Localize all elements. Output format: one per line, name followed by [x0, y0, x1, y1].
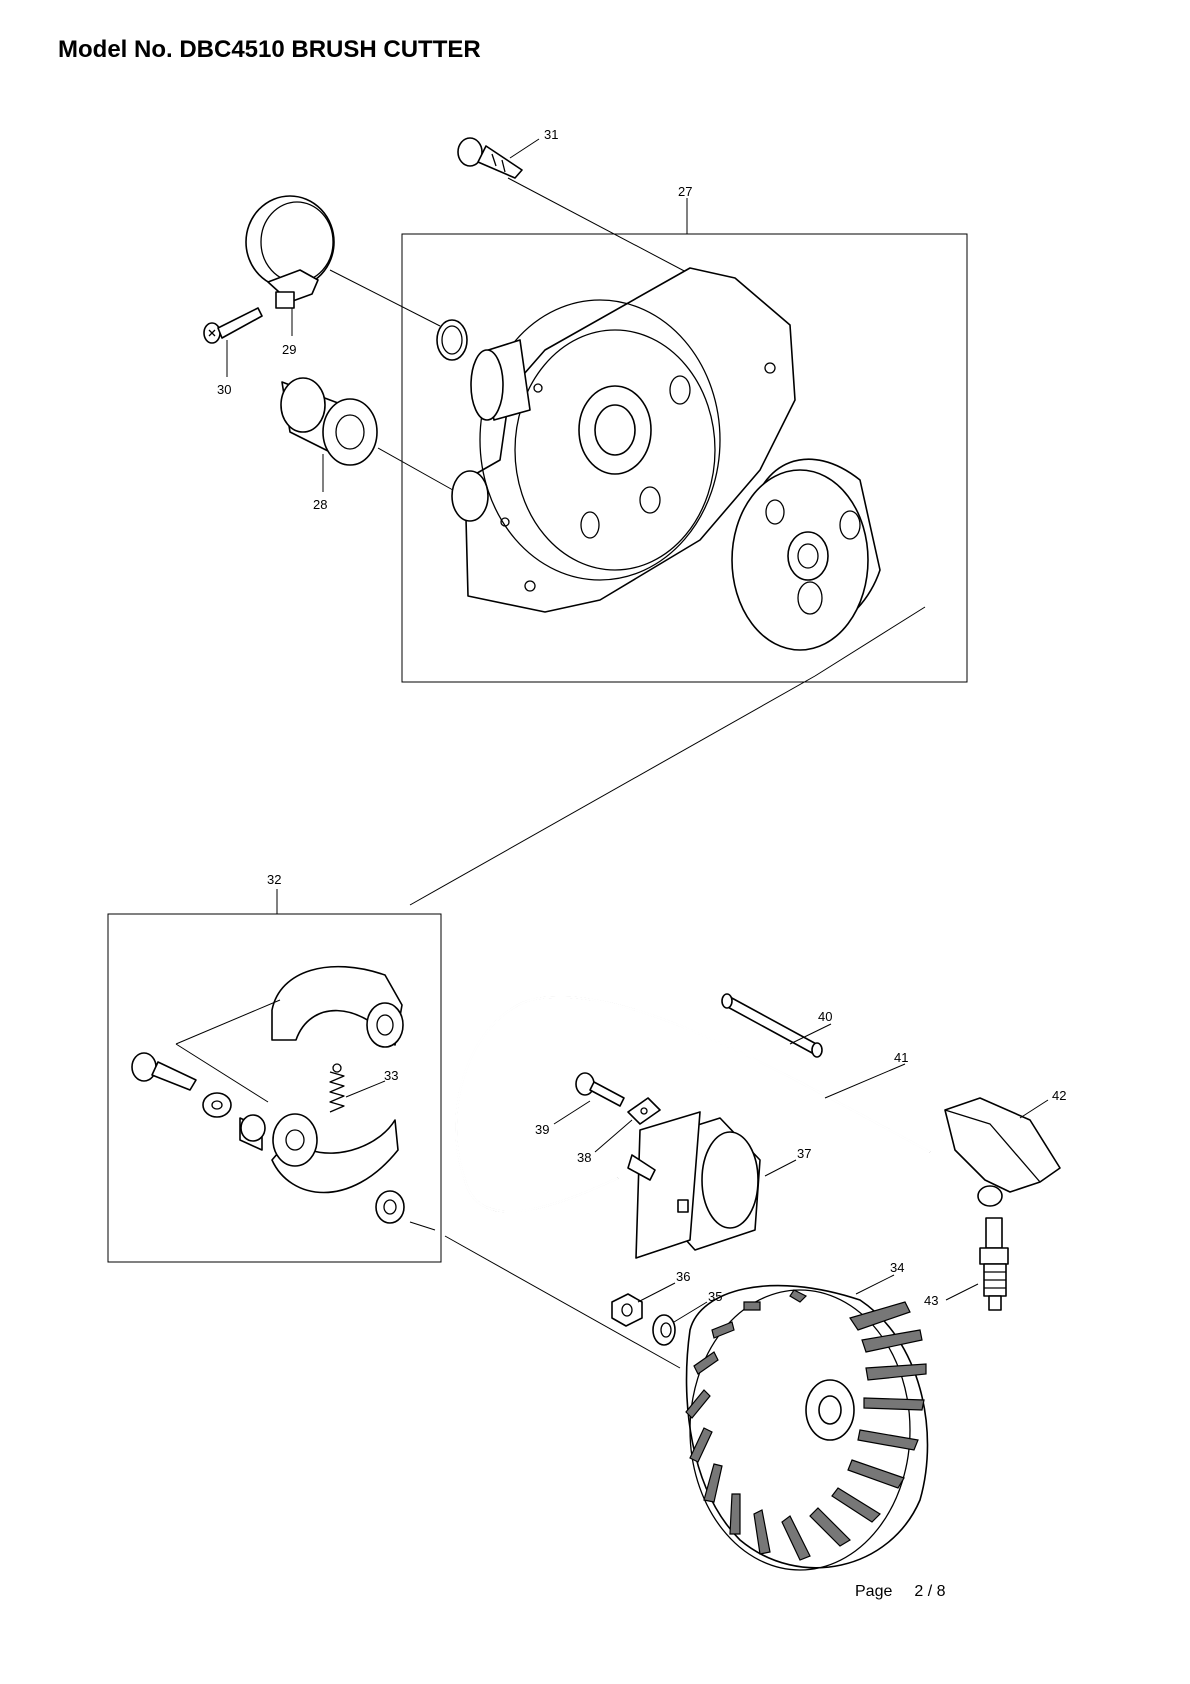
clamp-29: [245, 195, 335, 309]
callout-37: 37: [797, 1146, 811, 1161]
callout-35: 35: [708, 1289, 722, 1304]
callout-43: 43: [924, 1293, 938, 1308]
clutch-shoe-lower: [271, 1113, 399, 1194]
callout-28: 28: [313, 497, 327, 512]
callout-33: 33: [384, 1068, 398, 1083]
assembly-frame-32: [107, 913, 442, 1263]
washer: [202, 1092, 232, 1118]
clutch-bolt: [131, 1052, 197, 1091]
leader-line: [444, 1235, 681, 1369]
leader-line: [409, 1221, 436, 1231]
leader-line: [814, 606, 926, 677]
leader-line: [329, 269, 441, 327]
leader-line: [507, 177, 691, 275]
spark-plug-cap-42: [944, 1097, 1061, 1207]
callout-27: 27: [678, 184, 692, 199]
tube-40: [721, 993, 823, 1058]
clutch-housing: [451, 267, 796, 613]
screw-30: [203, 307, 263, 344]
spring-33: [329, 1063, 345, 1113]
callout-32: 32: [267, 872, 281, 887]
collar: [239, 1114, 266, 1151]
page-number: 2 / 8: [914, 1583, 946, 1600]
leader-line: [175, 999, 281, 1045]
nut-36: [611, 1293, 643, 1327]
leader-line: [377, 447, 461, 495]
callout-29: 29: [282, 342, 296, 357]
callout-39: 39: [535, 1122, 549, 1137]
damper-28: [280, 377, 378, 466]
callout-31: 31: [544, 127, 558, 142]
callout-36: 36: [676, 1269, 690, 1284]
callout-42: 42: [1052, 1088, 1066, 1103]
spark-plug-43: [979, 1217, 1009, 1311]
bolt-31: [457, 137, 523, 179]
callout-34: 34: [890, 1260, 904, 1275]
flywheel-34: [685, 1284, 929, 1571]
clutch-shoe-upper: [271, 965, 404, 1048]
leader-line: [175, 1043, 269, 1103]
washer-35: [652, 1314, 676, 1346]
callout-30: 30: [217, 382, 231, 397]
callout-41: 41: [894, 1050, 908, 1065]
washer-lower: [375, 1190, 405, 1224]
snap-ring: [436, 319, 468, 361]
ignition-coil-37: [627, 1111, 761, 1259]
callout-leaders: [226, 138, 1049, 1323]
clutch-drum: [731, 458, 881, 651]
page-label: Page: [855, 1583, 893, 1600]
page-title: Model No. DBC4510 BRUSH CUTTER: [58, 36, 481, 63]
callout-40: 40: [818, 1009, 832, 1024]
screw-39: [575, 1072, 625, 1107]
leader-line: [409, 675, 816, 906]
plate-38: [627, 1097, 661, 1125]
page-footer: Page 2 / 8: [855, 1583, 968, 1601]
assembly-frame-27: [401, 233, 968, 683]
callout-38: 38: [577, 1150, 591, 1165]
